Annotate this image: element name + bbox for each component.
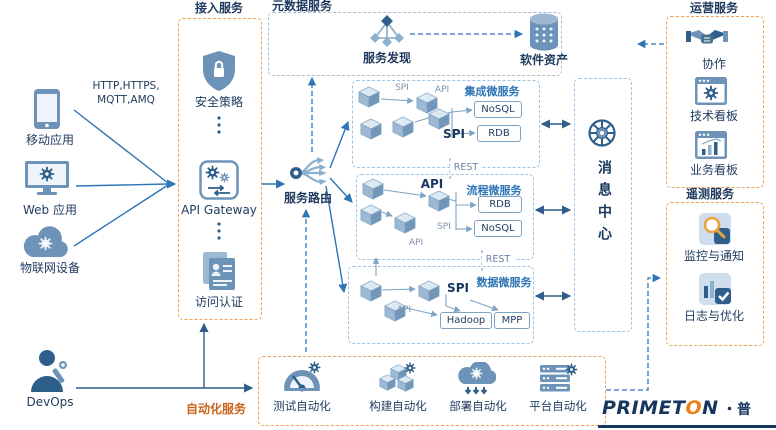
- access-services-title: 接入服务: [194, 1, 243, 15]
- metadata-services-box: [268, 12, 562, 76]
- hadoop-store: Hadoop: [440, 312, 492, 329]
- telemetry-services-box: [666, 202, 764, 346]
- test-automation-gauge-icon: [282, 360, 322, 394]
- spi-tag: SPI: [395, 83, 409, 93]
- log-optimize-label: 日志与优化: [683, 309, 744, 323]
- telemetry-services-title: 遥测服务: [685, 187, 734, 201]
- tech-dashboard-label: 技术看板: [689, 109, 738, 123]
- mobile-phone-icon: [30, 88, 64, 130]
- logo-suffix: ・普: [722, 402, 752, 418]
- web-monitor-icon: [24, 160, 70, 196]
- cube-icon: [360, 280, 382, 302]
- security-shield-icon: [201, 50, 237, 92]
- access-services-box: [178, 18, 262, 320]
- business-dashboard-label: 业务看板: [689, 163, 738, 177]
- service-discovery-label: 服务发现: [362, 51, 411, 65]
- service-discovery-icon: [368, 14, 406, 50]
- monitoring-magnifier-icon: [698, 212, 732, 246]
- nosql-store: NoSQL: [474, 101, 522, 118]
- platform-automation-server-icon: [538, 362, 578, 394]
- nosql-store: NoSQL: [474, 220, 522, 237]
- web-app-label: Web 应用: [23, 203, 77, 217]
- iot-device-label: 物联网设备: [19, 261, 80, 275]
- test-automation-label: 测试自动化: [273, 399, 331, 413]
- protocols-line2: MQTT,AMQ: [97, 94, 155, 106]
- logo-part2: N: [702, 397, 719, 419]
- log-optimize-icon: [698, 272, 732, 306]
- api-tag: API: [396, 305, 412, 315]
- logo-underline: [598, 425, 776, 428]
- cube-icon: [392, 116, 414, 138]
- primeton-logo: PRIMETON・普: [602, 397, 752, 419]
- spi-bus-label: SPI: [443, 127, 465, 141]
- process-microservice-box: [356, 174, 534, 260]
- operations-services-title: 运营服务: [689, 1, 738, 15]
- cube-icon: [418, 280, 440, 302]
- spi-tag: SPI: [437, 222, 451, 232]
- software-assets-label: 软件资产: [519, 53, 568, 67]
- metadata-services-title: 元数据服务: [272, 0, 333, 13]
- rest-tag: REST: [450, 162, 482, 173]
- software-assets-icon: [528, 12, 560, 52]
- api-tag: API: [408, 238, 424, 248]
- automation-services-title: 自动化服务: [185, 402, 246, 416]
- platform-automation-label: 平台自动化: [529, 399, 587, 413]
- data-microservice-box: [348, 266, 534, 344]
- integration-microservice-title: 集成微服务: [464, 85, 520, 98]
- data-microservice-title: 数据微服务: [476, 276, 532, 289]
- cube-icon: [394, 212, 416, 234]
- collaboration-label: 协作: [701, 57, 726, 71]
- logo-part1: PRIMET: [602, 397, 686, 419]
- iot-cloud-icon: [22, 226, 70, 260]
- message-center-box: [574, 78, 632, 332]
- mobile-app-label: 移动应用: [25, 133, 74, 147]
- message-center-wheel-icon: [587, 118, 617, 148]
- security-policy-label: 安全策略: [194, 95, 243, 109]
- tech-dashboard-icon: [694, 76, 728, 106]
- access-auth-icon: [200, 250, 238, 292]
- cube-icon: [362, 178, 384, 200]
- cube-icon: [360, 204, 382, 226]
- api-bus-label: API: [420, 177, 444, 191]
- cube-icon: [358, 86, 380, 108]
- rdb-store: RDB: [477, 125, 521, 142]
- deploy-automation-label: 部署自动化: [449, 399, 507, 413]
- service-routing-label: 服务路由: [283, 191, 332, 205]
- api-tag: API: [434, 85, 450, 95]
- mpp-store: MPP: [494, 312, 530, 329]
- cube-icon: [360, 118, 382, 140]
- build-automation-label: 构建自动化: [369, 399, 427, 413]
- deploy-automation-cloud-icon: [456, 362, 496, 396]
- devops-person-icon: [28, 348, 70, 392]
- api-gateway-label: API Gateway: [181, 203, 257, 217]
- logo-o: O: [685, 397, 703, 419]
- business-dashboard-icon: [694, 130, 728, 160]
- integration-microservice-box: [352, 80, 540, 168]
- monitoring-notify-label: 监控与通知: [683, 249, 744, 263]
- automation-services-box: [258, 356, 606, 426]
- api-gateway-icon: [199, 160, 239, 200]
- service-routing-icon: [288, 156, 328, 190]
- rdb-store: RDB: [478, 196, 522, 213]
- protocols-line1: HTTP,HTTPS,: [92, 80, 160, 92]
- message-center-title: 消息中心: [596, 160, 612, 248]
- process-microservice-title: 流程微服务: [466, 184, 522, 197]
- operations-services-box: [666, 16, 764, 188]
- access-auth-label: 访问认证: [194, 295, 243, 309]
- devops-label: DevOps: [26, 395, 74, 409]
- collaboration-handshake-icon: [686, 24, 728, 54]
- spi-bus-label: SPI: [447, 281, 469, 295]
- build-automation-cubes-icon: [378, 362, 416, 394]
- cube-icon: [428, 190, 450, 212]
- rest-tag: REST: [482, 254, 514, 265]
